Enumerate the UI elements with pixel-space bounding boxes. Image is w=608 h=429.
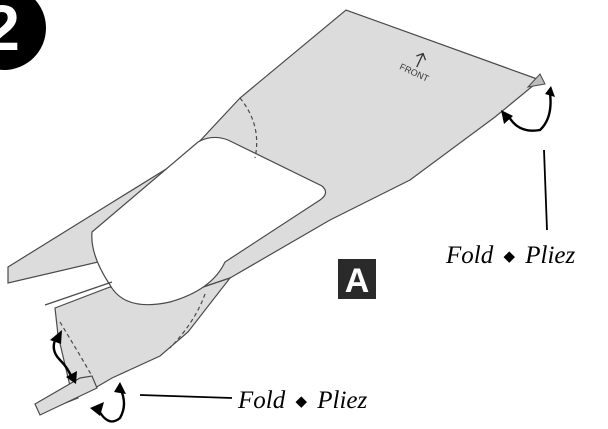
arrowhead-icon	[501, 110, 513, 124]
curved-arrow-icon	[52, 337, 74, 379]
paper-bottom-tab	[34, 375, 98, 416]
arrow-up-icon	[416, 52, 427, 68]
callout-separator: ◆	[295, 394, 307, 410]
callout-fold-word: Fold	[445, 242, 494, 269]
arrowhead-icon	[114, 382, 126, 394]
paper-cutout-window	[91, 136, 327, 306]
step-badge: 2	[0, 0, 46, 70]
panel-label: A	[338, 259, 376, 300]
fold-arrow-left	[50, 330, 77, 384]
callout-pliez-word: Pliez	[316, 387, 367, 414]
callout-fold-word: Fold	[237, 387, 286, 414]
panel-label-letter: A	[345, 262, 370, 300]
paper-corner-tab	[526, 73, 546, 88]
callout-separator: ◆	[503, 249, 515, 265]
callout-pliez-word: Pliez	[524, 242, 575, 269]
arrowhead-icon	[90, 402, 104, 416]
step-number: 2	[0, 0, 20, 64]
arrowhead-icon	[50, 330, 62, 344]
paper-slit	[44, 281, 113, 306]
curved-arrow-icon	[506, 92, 552, 132]
paper-piece	[7, 9, 546, 416]
step-badge-circle	[0, 0, 46, 70]
callout-fold-right: Fold ◆ Pliez	[445, 240, 576, 269]
fold-arrow-right	[501, 86, 555, 132]
fold-line-middle	[169, 293, 206, 349]
arrowhead-icon	[545, 86, 555, 97]
curved-arrow-icon	[96, 387, 126, 423]
fold-line-upper	[239, 97, 258, 159]
arrowhead-icon	[66, 371, 77, 384]
callout-fold-bottom: Fold ◆ Pliez	[237, 385, 368, 414]
panel-label-box	[338, 259, 376, 299]
callout-line-bottom	[139, 394, 233, 399]
fold-arrow-bottom	[90, 382, 126, 423]
callout-line-right	[543, 149, 548, 231]
